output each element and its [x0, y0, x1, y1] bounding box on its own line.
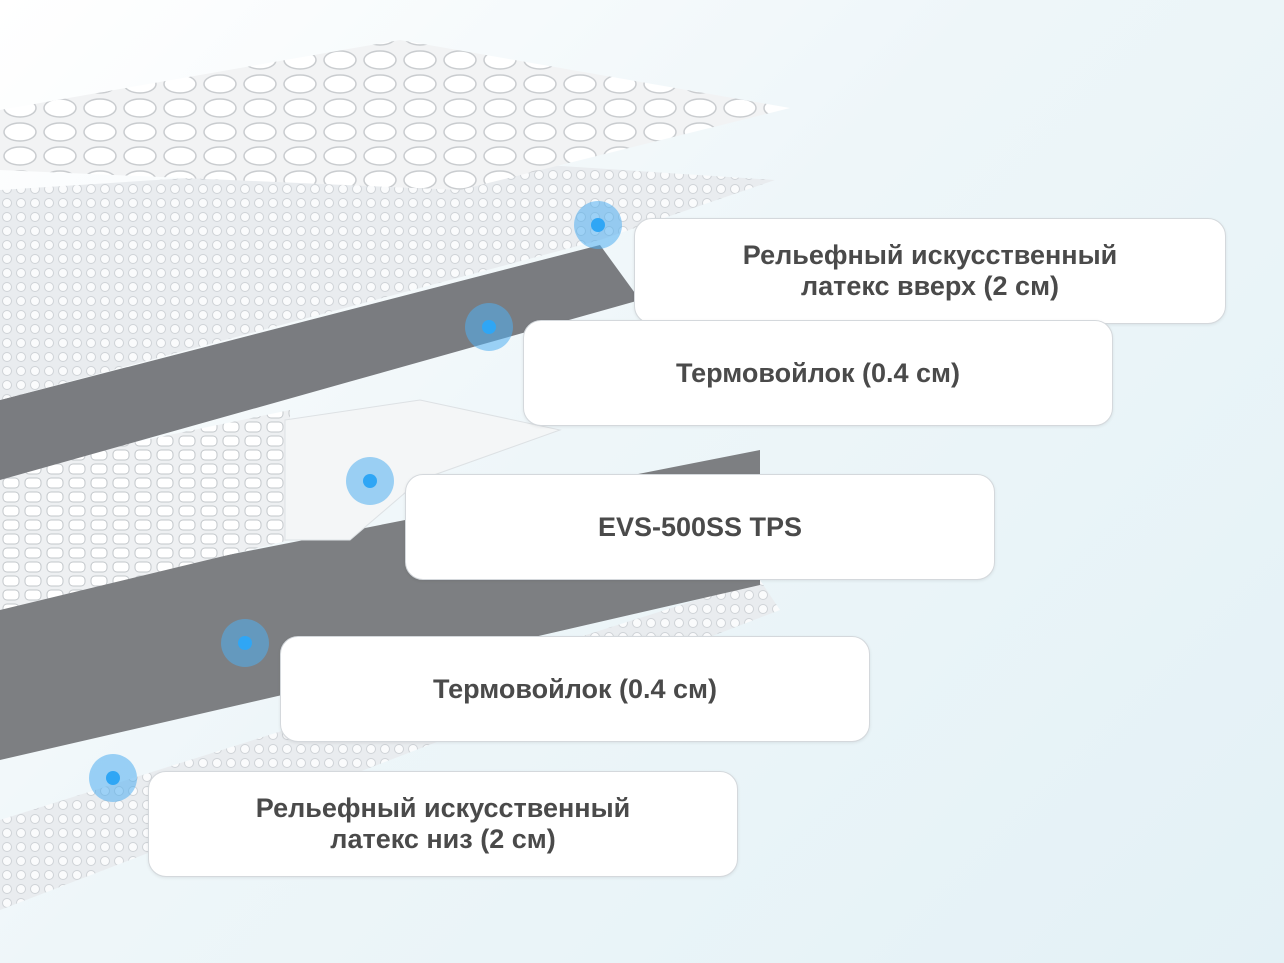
hotspot-dot-bottom-latex[interactable] [89, 754, 137, 802]
spring-block-layer [0, 410, 290, 610]
hotspot-dot-top-felt[interactable] [465, 303, 513, 351]
hotspot-dot-top-latex[interactable] [574, 201, 622, 249]
hotspot-dot-spring-block[interactable] [346, 457, 394, 505]
label-bottom-felt: Термовойлок (0.4 см) [280, 636, 870, 742]
label-top-latex: Рельефный искусственный латекс вверх (2 … [634, 218, 1226, 324]
label-spring-block: EVS-500SS TPS [405, 474, 995, 580]
hotspot-dot-bottom-felt[interactable] [221, 619, 269, 667]
label-bottom-latex: Рельефный искусственный латекс низ (2 см… [148, 771, 738, 877]
quilted-cover [0, 40, 790, 190]
label-top-felt: Термовойлок (0.4 см) [523, 320, 1113, 426]
